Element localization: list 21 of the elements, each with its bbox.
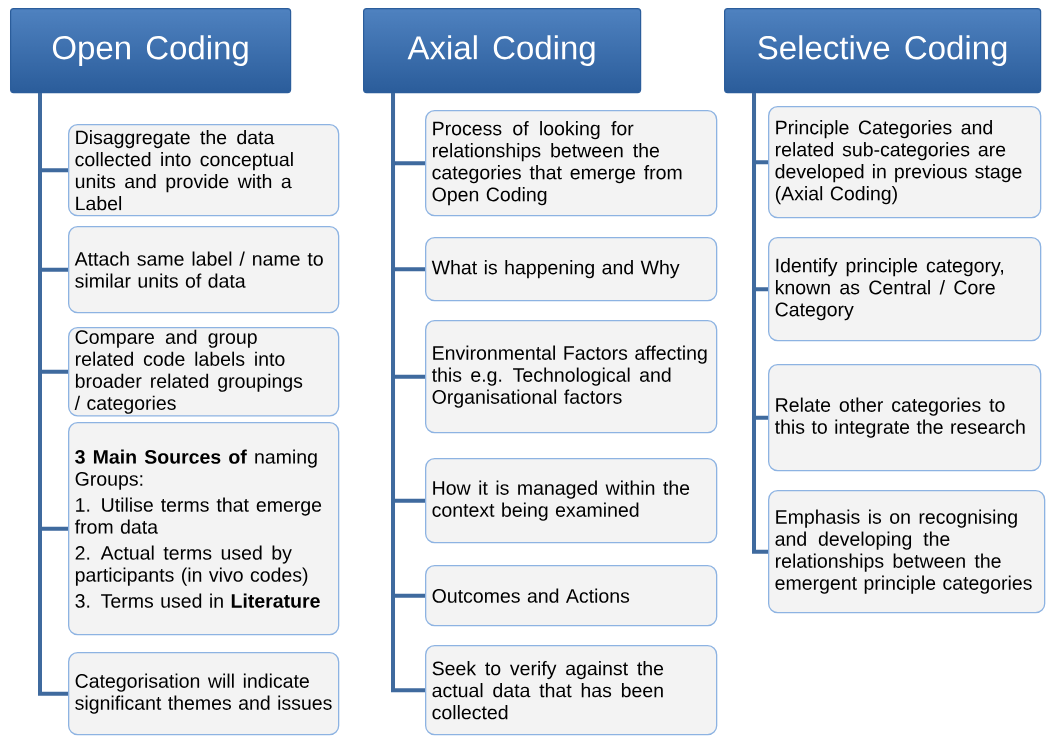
text-box: What is happening and Why: [425, 237, 718, 302]
header-box: Open Coding: [10, 8, 292, 94]
connector-line: [38, 93, 68, 696]
text-box: Identify principle category, known as Central / Core Category: [768, 237, 1042, 342]
text-box: Principle Categories and related sub-categories are developed in previous stage (Axial Coding): [768, 106, 1042, 219]
text-box: Outcomes and Actions: [425, 565, 718, 627]
text-box: Emphasis is on recognising and developing the relationships between the emergent principle categories: [768, 490, 1046, 614]
header-box: Axial Coding: [363, 8, 642, 94]
text-box: Attach same label / name to similar units of data: [68, 226, 340, 314]
text-box: Environmental Factors affecting this e.g. Technological and Organisational factors: [425, 320, 718, 434]
connector-line: [391, 93, 425, 693]
text-box: Categorisation will indicate significant themes and issues: [68, 652, 340, 736]
text-box: Seek to verify against the actual data that has been collected: [425, 645, 718, 736]
text-box: How it is managed within the context being examined: [425, 458, 718, 544]
text-box: Disaggregate the data collected into conceptual units and provide with a Label: [68, 124, 340, 217]
text-box: Relate other categories to this to integrate the research: [768, 364, 1042, 472]
text-box: 3 Main Sources of naming Groups: 1. Utilise terms that emerge from data 2. Actual terms used by participants (in vivo codes) 3. Terms used in Literature: [68, 422, 340, 636]
text-box: Compare and group related code labels into broader related groupings / categories: [68, 327, 340, 417]
header-box: Selective Coding: [724, 8, 1042, 94]
connector-line: [752, 93, 768, 554]
text-box: Process of looking for relationships between the categories that emerge from Open Coding: [425, 110, 718, 217]
